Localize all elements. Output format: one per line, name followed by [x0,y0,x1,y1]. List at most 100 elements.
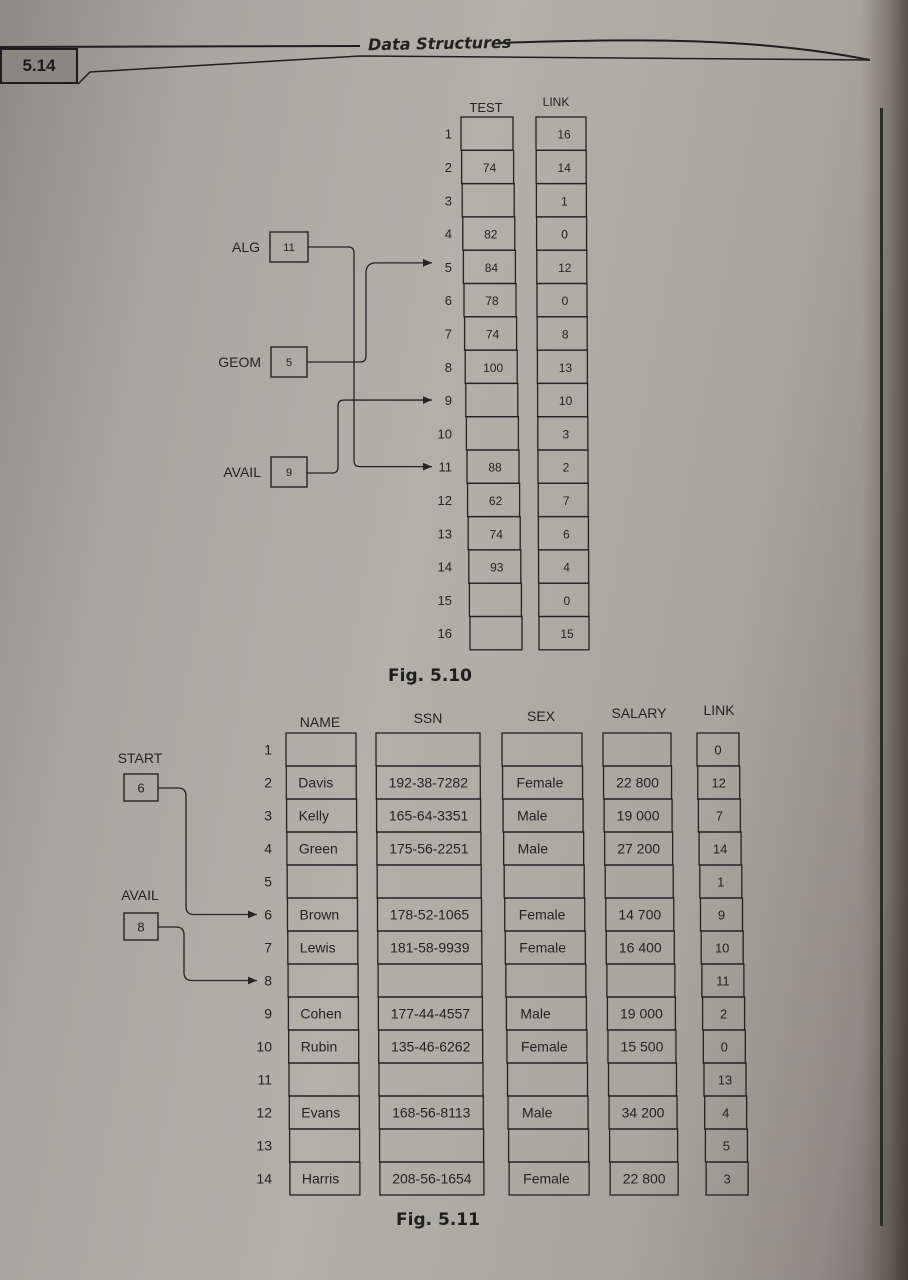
salary-value: 22 800 [616,775,659,791]
link-value: 14 [558,161,572,175]
pointer-label: GEOM [218,354,261,370]
link-value: 0 [721,1040,728,1055]
link-cell [538,615,590,651]
link-value: 0 [561,228,568,242]
row-index: 3 [264,808,272,824]
salary-value: 16 400 [619,940,662,956]
test-value: 100 [483,361,503,375]
name-value: Evans [301,1105,340,1121]
sex-cell [501,732,583,767]
link-value: 0 [714,743,721,758]
link-value: 9 [718,908,725,923]
row-index: 10 [256,1039,272,1055]
row-index: 6 [445,293,452,308]
row-index: 1 [445,127,452,142]
test-cell [469,615,523,651]
pointer-label: AVAIL [223,464,261,480]
pointer-label: ALG [232,239,260,255]
ssn-value: 192-38-7282 [389,775,469,791]
link-header: LINK [543,95,570,109]
name-value: Harris [302,1171,339,1187]
sex-value: Female [519,907,566,923]
sex-value: Male [522,1105,553,1121]
row-index: 7 [445,326,452,341]
arrow-geom [307,258,432,363]
test-value: 74 [490,527,504,541]
pointer-value: 9 [286,467,292,479]
ssn-cell [378,1128,485,1163]
link-value: 7 [563,494,570,508]
salary-cell [607,1062,678,1097]
column-header-ssn: SSN [414,710,443,726]
link-value: 0 [562,294,569,308]
test-value: 78 [485,294,499,308]
test-value: 93 [490,561,504,575]
link-value: 1 [717,875,724,890]
row-index: 11 [439,460,453,475]
pointer-value: 11 [283,242,294,254]
link-value: 3 [562,427,569,441]
link-value: 15 [560,627,574,641]
name-value: Kelly [299,808,329,824]
test-value: 82 [484,228,498,242]
test-value: 74 [486,327,500,341]
row-index: 8 [445,360,452,375]
ssn-cell [375,732,481,767]
page-number: 5.14 [0,48,78,84]
link-value: 8 [562,327,569,341]
name-value: Green [299,841,338,857]
page-edge-shadow [862,0,908,1280]
ssn-cell [378,1062,484,1097]
row-index: 5 [264,874,272,890]
row-index: 16 [438,626,452,641]
name-value: Davis [298,775,333,791]
link-value: 12 [711,776,725,791]
row-index: 5 [445,260,452,275]
row-index: 6 [264,907,272,923]
row-index: 3 [445,193,452,208]
name-value: Lewis [300,940,336,956]
sex-cell [503,864,585,899]
ssn-value: 168-56-8113 [392,1105,471,1121]
salary-cell [606,963,676,998]
sex-cell [508,1161,590,1196]
column-header-link: LINK [703,702,735,718]
link-value: 10 [715,941,729,956]
sex-value: Male [517,808,548,824]
header-rule [0,39,871,85]
link-value: 11 [716,974,730,989]
test-value: 62 [489,494,503,508]
name-cell [287,963,359,998]
link-value: 13 [559,361,573,375]
salary-value: 14 700 [618,907,661,923]
column-header-sex: SEX [527,708,556,724]
row-index: 2 [264,775,272,791]
salary-value: 22 800 [623,1171,666,1187]
link-value: 3 [723,1172,730,1187]
pointer-value: 8 [137,920,144,935]
link-cell [705,1161,749,1196]
link-value: 13 [718,1073,732,1088]
ssn-value: 178-52-1065 [390,907,470,923]
pointer-label: AVAIL [121,887,159,903]
column-header-salary: SALARY [612,705,668,721]
ssn-cell [377,963,483,998]
link-value: 4 [722,1106,729,1121]
row-index: 2 [445,160,452,175]
name-cell [288,1128,361,1163]
link-value: 12 [558,261,572,275]
link-value: 1 [561,194,568,208]
ssn-value: 135-46-6262 [391,1039,471,1055]
link-value: 14 [713,842,727,857]
sex-cell [507,1128,590,1163]
ssn-cell [376,864,482,899]
name-cell [285,732,357,767]
figure-5-10-caption: Fig. 5.10 [388,666,472,686]
link-value: 4 [563,561,570,575]
row-index: 4 [445,227,452,242]
row-index: 12 [438,493,452,508]
test-header: TEST [469,100,502,115]
